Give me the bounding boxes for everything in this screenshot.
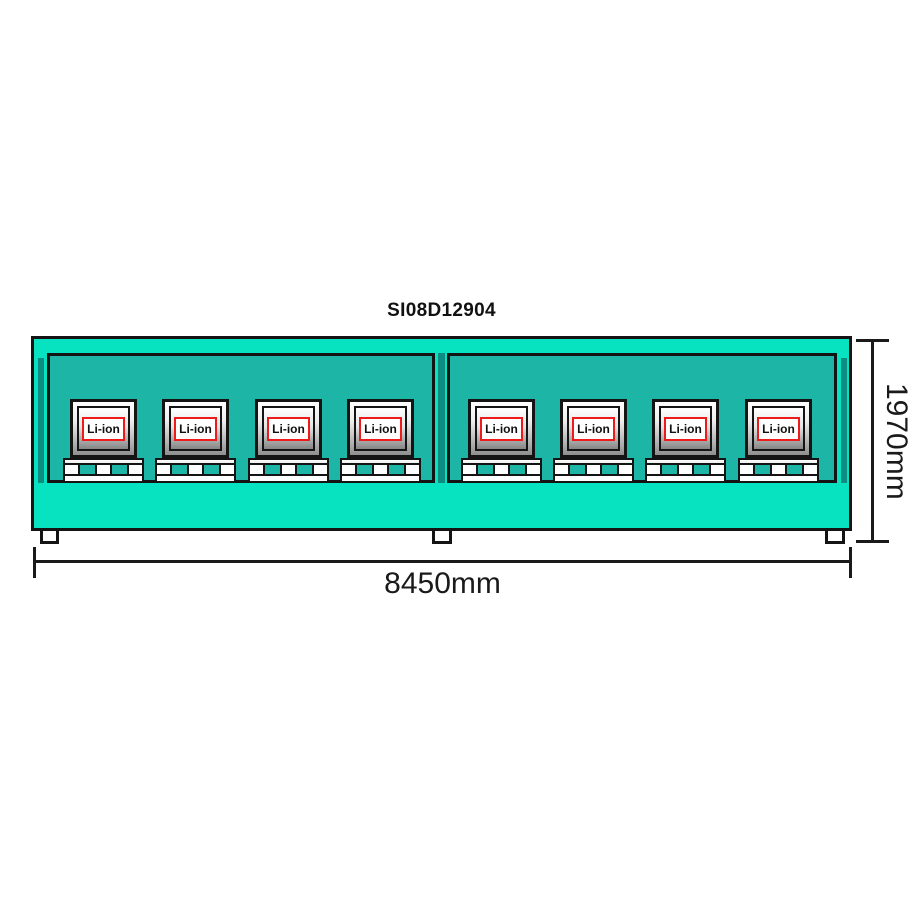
width-dimension-line bbox=[33, 560, 852, 563]
module-door: Li-ion bbox=[475, 406, 528, 451]
rack-section-right: Li-ion Li-ion bbox=[447, 353, 837, 483]
width-dimension-label: 8450mm bbox=[384, 567, 501, 600]
width-dimension-tick-right bbox=[849, 547, 852, 578]
module-cabinet: Li-ion bbox=[70, 399, 137, 458]
module-door: Li-ion bbox=[354, 406, 407, 451]
li-ion-label: Li-ion bbox=[664, 416, 707, 441]
module-cabinet: Li-ion bbox=[347, 399, 414, 458]
module-cabinet: Li-ion bbox=[468, 399, 535, 458]
diagram-title: SI08D12904 bbox=[387, 300, 496, 321]
height-dimension-label: 1970mm bbox=[880, 382, 913, 500]
module-door: Li-ion bbox=[567, 406, 620, 451]
battery-module: Li-ion bbox=[461, 399, 542, 483]
container-shell: Li-ion Li-ion bbox=[31, 336, 852, 531]
li-ion-label: Li-ion bbox=[82, 416, 125, 441]
module-pallet bbox=[248, 458, 329, 483]
battery-module: Li-ion bbox=[63, 399, 144, 483]
module-cabinet: Li-ion bbox=[255, 399, 322, 458]
module-cabinet: Li-ion bbox=[652, 399, 719, 458]
module-door: Li-ion bbox=[169, 406, 222, 451]
module-door: Li-ion bbox=[77, 406, 130, 451]
side-post-right bbox=[841, 358, 847, 483]
height-dimension-line bbox=[871, 339, 874, 543]
module-pallet bbox=[553, 458, 634, 483]
li-ion-label: Li-ion bbox=[359, 416, 402, 441]
battery-module: Li-ion bbox=[645, 399, 726, 483]
li-ion-label: Li-ion bbox=[572, 416, 615, 441]
battery-module: Li-ion bbox=[738, 399, 819, 483]
battery-module: Li-ion bbox=[155, 399, 236, 483]
li-ion-label: Li-ion bbox=[480, 416, 523, 441]
module-cabinet: Li-ion bbox=[162, 399, 229, 458]
li-ion-label: Li-ion bbox=[757, 416, 800, 441]
li-ion-label: Li-ion bbox=[267, 416, 310, 441]
module-pallet bbox=[738, 458, 819, 483]
side-post-left bbox=[37, 358, 44, 483]
height-dimension-tick-bottom bbox=[856, 540, 889, 543]
width-dimension-tick-left bbox=[33, 547, 36, 578]
height-dimension-tick-top bbox=[856, 339, 889, 342]
module-cabinet: Li-ion bbox=[560, 399, 627, 458]
module-door: Li-ion bbox=[659, 406, 712, 451]
module-pallet bbox=[340, 458, 421, 483]
module-pallet bbox=[63, 458, 144, 483]
module-door: Li-ion bbox=[752, 406, 805, 451]
module-cabinet: Li-ion bbox=[745, 399, 812, 458]
module-pallet bbox=[155, 458, 236, 483]
module-pallet bbox=[645, 458, 726, 483]
battery-module: Li-ion bbox=[248, 399, 329, 483]
li-ion-label: Li-ion bbox=[174, 416, 217, 441]
module-door: Li-ion bbox=[262, 406, 315, 451]
battery-module: Li-ion bbox=[340, 399, 421, 483]
rack-section-left: Li-ion Li-ion bbox=[47, 353, 435, 483]
center-divider bbox=[438, 353, 445, 483]
battery-module: Li-ion bbox=[553, 399, 634, 483]
module-pallet bbox=[461, 458, 542, 483]
